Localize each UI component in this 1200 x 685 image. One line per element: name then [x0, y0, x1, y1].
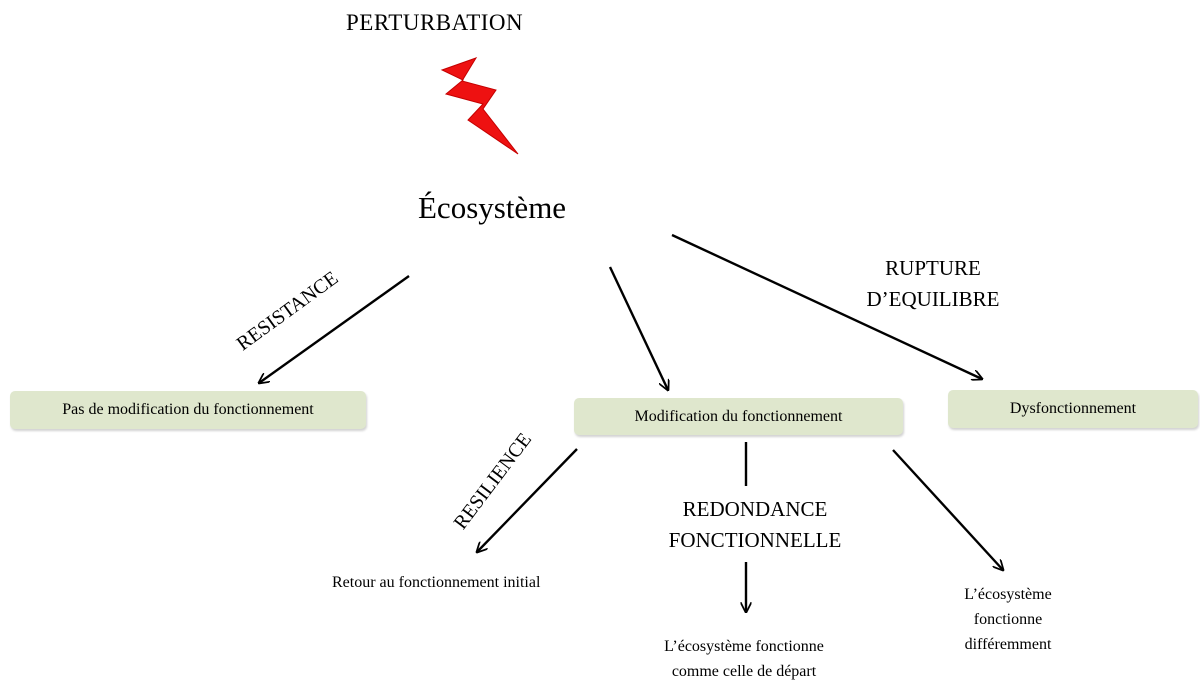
lightning-bolt-icon [440, 57, 519, 155]
arrow-different [892, 449, 1003, 570]
label-redondance-line-1: REDONDANCE [682, 497, 828, 521]
arrow-resilience [477, 448, 578, 552]
outcome-different: L’écosystème fonctionne différemment [942, 582, 1074, 657]
outcome-different-line-3: différemment [964, 636, 1052, 653]
label-rupture-line-2: D’EQUILIBRE [866, 287, 1000, 311]
label-redondance-line-2: FONCTIONNELLE [668, 528, 842, 552]
arrow-modification [608, 266, 668, 390]
outcome-different-line-2: fonctionne [973, 611, 1043, 628]
box-dysfunction: Dysfonctionnement [948, 390, 1198, 428]
perturbation-title: PERTURBATION [346, 10, 524, 35]
box-modification-label: Modification du fonctionnement [634, 407, 843, 425]
arrow-rupture [671, 233, 982, 379]
outcome-same-line-2: comme celle de départ [671, 663, 817, 680]
ecosystem-node: Écosystème [418, 190, 567, 225]
outcome-different-line-1: L’écosystème [964, 586, 1052, 603]
label-rupture-line-1: RUPTURE [885, 256, 981, 280]
arrow-resistance [259, 275, 410, 383]
outcome-return: Retour au fonctionnement initial [332, 574, 541, 591]
box-modification: Modification du fonctionnement [574, 398, 903, 435]
outcome-same-line-1: L’écosystème fonctionne [664, 638, 824, 655]
box-dysfunction-label: Dysfonctionnement [1009, 400, 1137, 417]
outcome-same: L’écosystème fonctionne comme celle de d… [628, 634, 860, 684]
label-redondance: REDONDANCE FONCTIONNELLE [646, 494, 864, 556]
label-rupture: RUPTURE D’EQUILIBRE [858, 253, 1008, 315]
box-no-modification-label: Pas de modification du fonctionnement [62, 401, 314, 418]
box-no-modification: Pas de modification du fonctionnement [10, 391, 366, 429]
